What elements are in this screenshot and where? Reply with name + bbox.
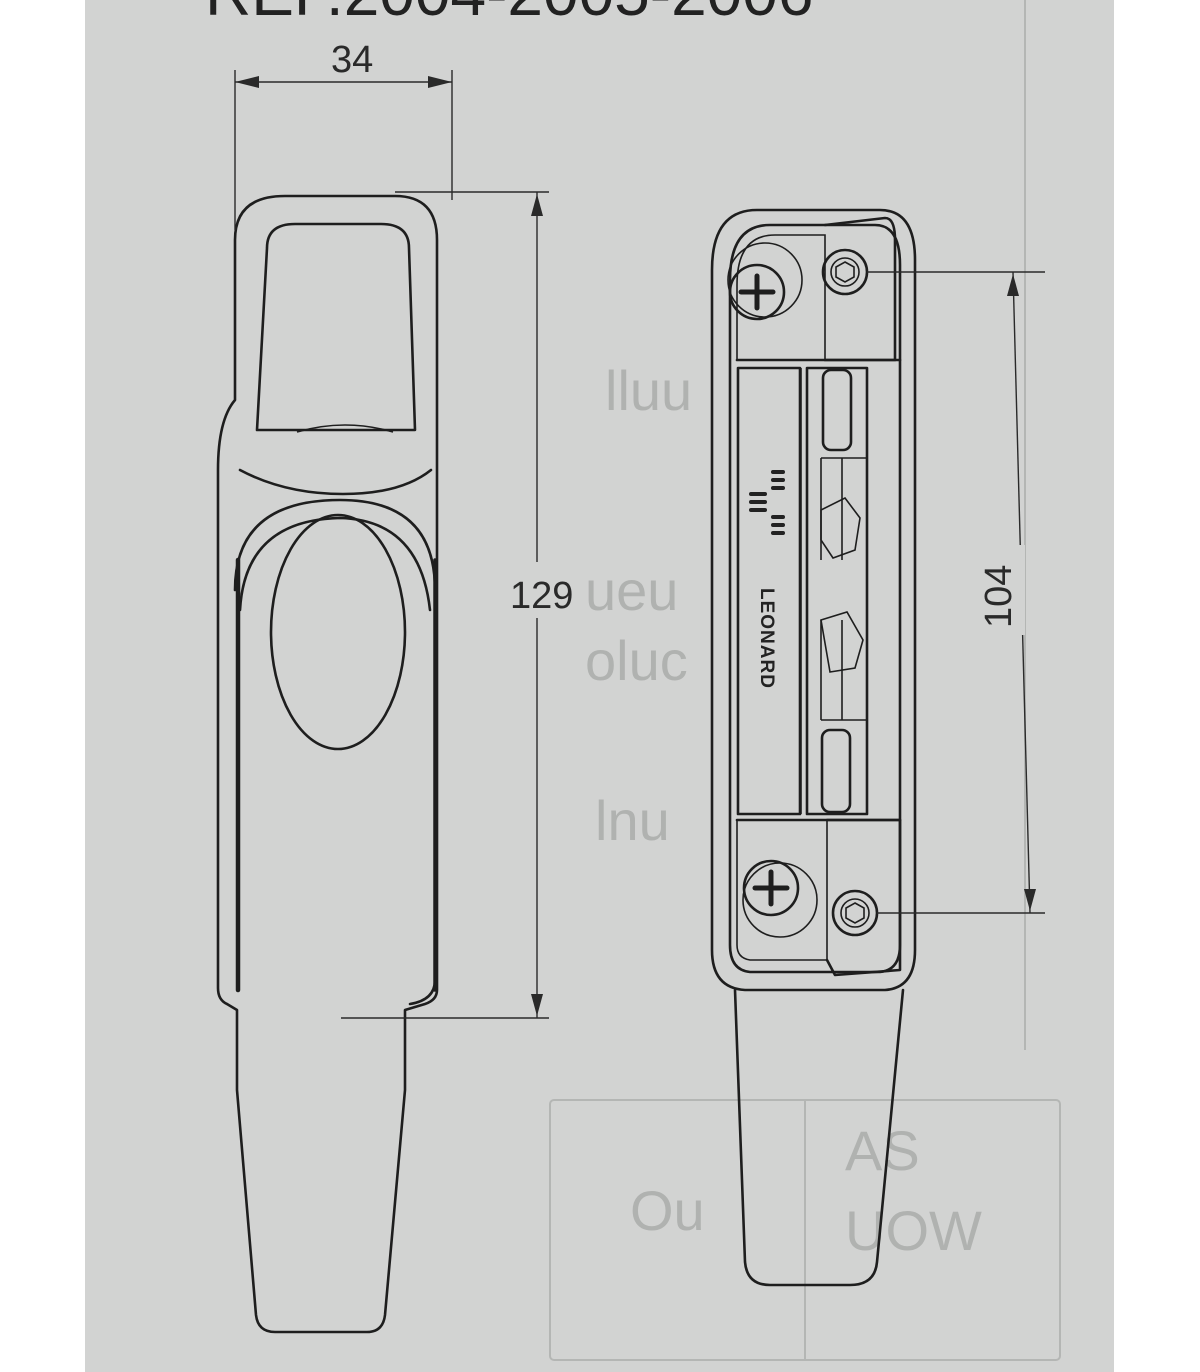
length-label: 129: [510, 575, 573, 617]
svg-text:Ou: Ou: [630, 1179, 705, 1242]
drawing-sheet: lluu ueu oluc lnu AS UOW Ou REF.2004-200…: [85, 0, 1114, 1372]
background-show-through: lluu ueu oluc lnu AS UOW Ou: [549, 0, 1061, 1361]
handle-back-view: LEONARD: [710, 208, 917, 1287]
svg-text:UOW: UOW: [845, 1199, 982, 1262]
width-dimension: 34: [234, 39, 453, 230]
top-screw: [727, 242, 803, 321]
hole-spacing-dimension: 104: [867, 271, 1045, 914]
logo-mark: [749, 470, 785, 535]
svg-text:AS: AS: [845, 1119, 920, 1182]
width-label: 34: [331, 39, 373, 81]
svg-text:ueu: ueu: [585, 559, 678, 622]
length-dimension: 129: [341, 191, 585, 1019]
bottom-screw: [742, 859, 818, 938]
reference-title: REF.2004-2005-2006: [205, 0, 813, 29]
handle-front-view: [216, 194, 439, 1334]
svg-text:oluc: oluc: [585, 629, 688, 692]
svg-text:lnu: lnu: [595, 789, 670, 852]
brand-label: LEONARD: [756, 588, 777, 689]
hole-spacing-label: 104: [978, 565, 1020, 628]
svg-text:lluu: lluu: [605, 359, 692, 422]
technical-drawing: lluu ueu oluc lnu AS UOW Ou REF.2004-200…: [205, 0, 1061, 1361]
top-hex-bolt: [821, 248, 869, 296]
bottom-hex-bolt: [831, 889, 879, 937]
